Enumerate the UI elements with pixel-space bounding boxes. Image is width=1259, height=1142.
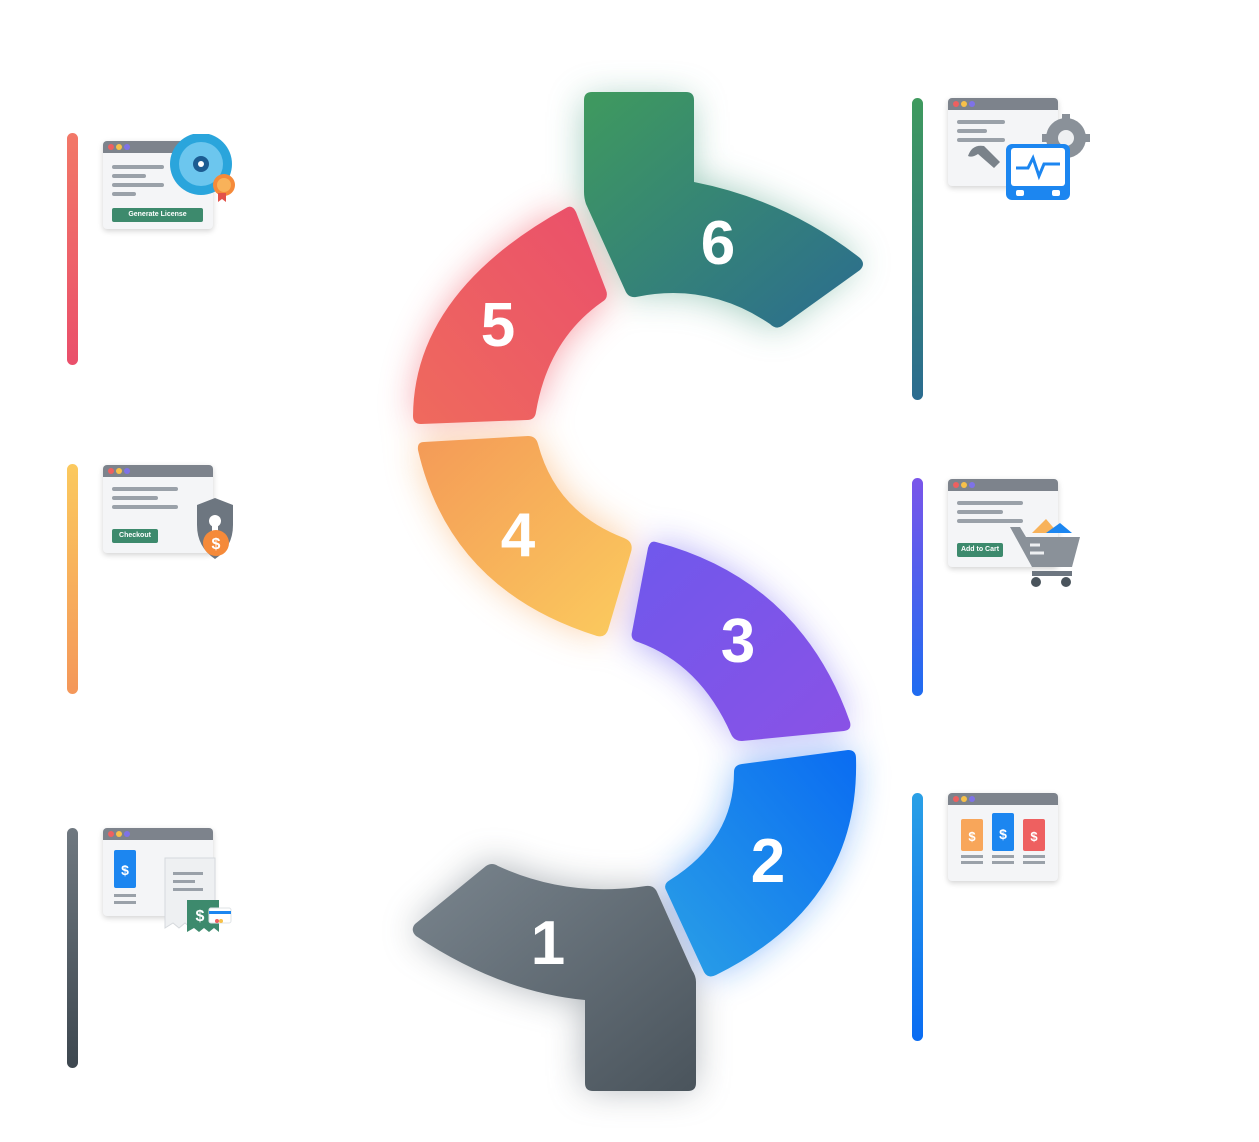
svg-text:$: $ [212,536,221,553]
billing-receipt-icon: $ $ [103,828,263,938]
gear-wrench-monitor-icon [948,98,1108,208]
svg-text:$: $ [999,826,1007,842]
step-2-number: 2 [751,827,785,896]
billing-card: $ $ [103,828,263,938]
svg-text:$: $ [968,829,976,844]
svg-text:$: $ [1030,829,1038,844]
checkout-card: Checkout $ [103,465,263,565]
monitor-accent-bar [912,98,923,400]
plans-card: $ $ $ [948,793,1108,893]
license-disc-icon [103,134,263,234]
step-4-number: 4 [501,501,536,570]
step-3-number: 3 [721,607,755,676]
cart-card: Add to Cart [948,479,1108,589]
svg-text:$: $ [121,862,129,878]
cart-accent-bar [912,478,923,696]
svg-text:$: $ [196,908,205,925]
checkout-accent-bar [67,464,78,694]
monitor-card [948,98,1108,208]
plans-accent-bar [912,793,923,1041]
step-5-number: 5 [481,291,515,360]
license-accent-bar [67,133,78,365]
shield-lock-icon: $ [103,465,263,565]
shopping-cart-icon [948,479,1108,589]
pricing-plans-icon: $ $ $ [948,793,1058,883]
step-6-number: 6 [701,209,735,278]
step-1-number: 1 [531,909,565,978]
license-card: Generate License [103,134,263,234]
billing-accent-bar [67,828,78,1068]
